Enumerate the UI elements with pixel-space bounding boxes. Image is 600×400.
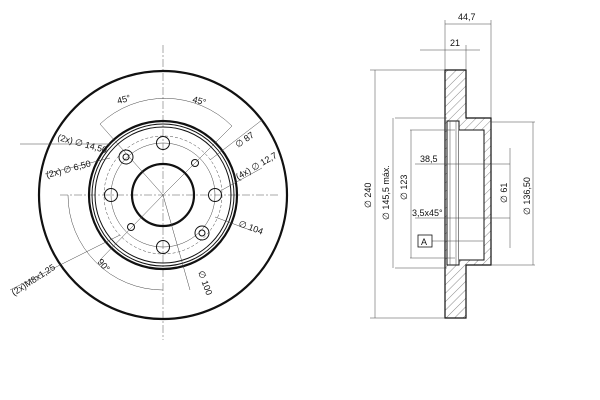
front-view: 45° 45° 90° (2x) ∅ 14,50 (2x) ∅ 6,50 (2x…	[10, 45, 289, 340]
total-height-label: 44,7	[458, 12, 476, 22]
angle-bottom-label: 90°	[95, 257, 112, 274]
hole-large-label: (2x) ∅ 14,50	[56, 132, 108, 155]
bolt-circle	[110, 142, 216, 248]
outer-diameter-label: ∅ 240	[363, 183, 373, 208]
hat-outer-circle	[87, 119, 239, 271]
small-hole	[127, 223, 135, 231]
bolt-hole	[208, 188, 222, 202]
hub-diameter-label: ∅ 136,50	[522, 177, 532, 215]
hub-max-label: ∅ 145,5 máx.	[381, 165, 391, 220]
bolt-holes	[104, 136, 222, 254]
thread-label: (2x)M8x1,25	[10, 262, 57, 298]
threaded-hole	[194, 225, 210, 241]
datum-label: A	[421, 237, 427, 247]
vent-section	[446, 120, 460, 266]
depth-label: 38,5	[420, 154, 438, 164]
d123-label: ∅ 123	[399, 175, 409, 200]
bolt-hole	[104, 188, 118, 202]
hat-inner-circle	[91, 123, 235, 267]
bolt-circle-label: ∅ 87	[233, 130, 255, 150]
d104-label: ∅ 104	[237, 218, 264, 236]
thickness-label: 21	[450, 38, 460, 48]
outer-disc-circle	[37, 69, 289, 321]
center-bore-label: ∅ 61	[499, 183, 509, 203]
bolt-hole	[156, 240, 170, 254]
bolt-hole	[156, 136, 170, 150]
bolt-holes-label: (4x) ∅ 12,7	[234, 150, 279, 182]
chamfer-label: 3,5x45°	[412, 208, 443, 218]
small-hole	[191, 159, 199, 167]
angle-right-label: 45°	[191, 94, 207, 107]
d100-label: ∅ 100	[196, 269, 214, 296]
center-bore-circle	[130, 162, 196, 228]
angle-left-label: 45°	[116, 93, 132, 106]
threaded-hole	[118, 149, 134, 165]
side-view: A 44,7 21 38,5 3,5x45° ∅ 240 ∅ 145,5 máx…	[363, 12, 535, 319]
datum-box	[417, 234, 433, 248]
hole-small-label: (2x) ∅ 6,50	[45, 158, 92, 180]
